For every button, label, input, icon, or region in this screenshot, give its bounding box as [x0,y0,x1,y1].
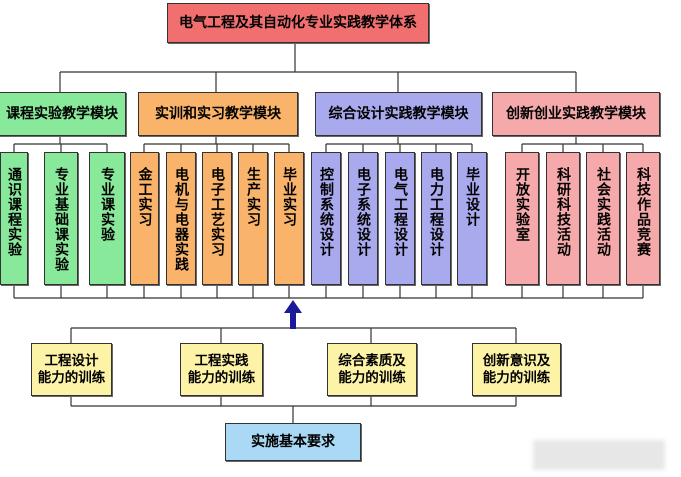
module-label: 创新创业实践教学模块 [506,105,646,122]
ability-line: 能力的训练 [37,369,106,386]
basic-requirements: 实施基本要求 [225,423,361,461]
module-label: 综合设计实践教学模块 [328,105,469,122]
item-box: 专业课实验 [89,152,125,285]
ability-comprehensive-quality: 综合素质及 能力的训练 [327,343,417,396]
item-label: 电气工程设计 [392,167,409,257]
module-innovation: 创新创业实践教学模块 [492,92,660,136]
item-label: 电力工程设计 [428,167,445,257]
ability-line: 能力的训练 [482,369,551,386]
item-box: 毕业实习 [274,152,304,285]
item-label: 专业基础课实验 [53,167,70,272]
ability-line: 工程设计 [44,353,99,370]
ability-line: 综合素质及 [338,353,406,370]
item-box: 通识课程实验 [0,152,28,285]
ability-engineering-design: 工程设计 能力的训练 [31,343,112,396]
item-label: 科研科技活动 [555,167,572,257]
item-label: 毕业设计 [464,167,481,227]
item-label: 毕业实习 [281,167,298,227]
item-label: 科技作品竞赛 [635,167,652,257]
item-box: 生产实习 [238,152,268,285]
item-label: 金工实习 [136,167,153,227]
module-label: 实训和实习教学模块 [155,105,281,122]
ability-engineering-practice: 工程实践 能力的训练 [180,343,263,396]
item-box: 专业基础课实验 [44,152,78,285]
module-comprehensive-design: 综合设计实践教学模块 [315,92,482,136]
item-box: 毕业设计 [457,152,487,285]
module-course-experiment: 课程实验教学模块 [0,92,126,136]
item-label: 电子系统设计 [355,167,372,257]
item-label: 专业课实验 [99,167,116,242]
item-box: 电子系统设计 [348,152,378,285]
item-box: 社会实践活动 [586,152,620,285]
ability-line: 工程实践 [194,353,249,370]
item-label: 社会实践活动 [595,167,612,257]
ability-line: 创新意识及 [482,353,551,370]
item-box: 电机与电器实践 [166,152,196,285]
item-label: 电子工艺实习 [209,167,226,257]
item-label: 电机与电器实践 [173,167,190,272]
item-box: 科研科技活动 [546,152,580,285]
up-arrow-icon [284,300,302,329]
item-box: 金工实习 [130,152,159,285]
item-label: 通识课程实验 [6,167,23,257]
ability-line: 能力的训练 [338,369,406,386]
ability-line: 能力的训练 [187,369,256,386]
basic-requirements-text: 实施基本要求 [251,433,335,450]
item-label: 生产实习 [245,167,262,227]
module-label: 课程实验教学模块 [6,105,118,122]
system-title-text: 电气工程及其自动化专业实践教学体系 [179,14,417,31]
system-title: 电气工程及其自动化专业实践教学体系 [167,3,429,43]
item-box: 电子工艺实习 [202,152,232,285]
item-label: 开放实验室 [514,167,531,242]
item-box: 开放实验室 [505,152,539,285]
item-box: 科技作品竞赛 [626,152,660,285]
item-box: 控制系统设计 [311,152,341,285]
item-label: 控制系统设计 [318,167,335,257]
item-box: 电气工程设计 [385,152,415,285]
watermark [533,440,665,470]
ability-innovation-awareness: 创新意识及 能力的训练 [472,343,561,396]
item-box: 电力工程设计 [421,152,451,285]
module-training-internship: 实训和实习教学模块 [138,92,298,136]
